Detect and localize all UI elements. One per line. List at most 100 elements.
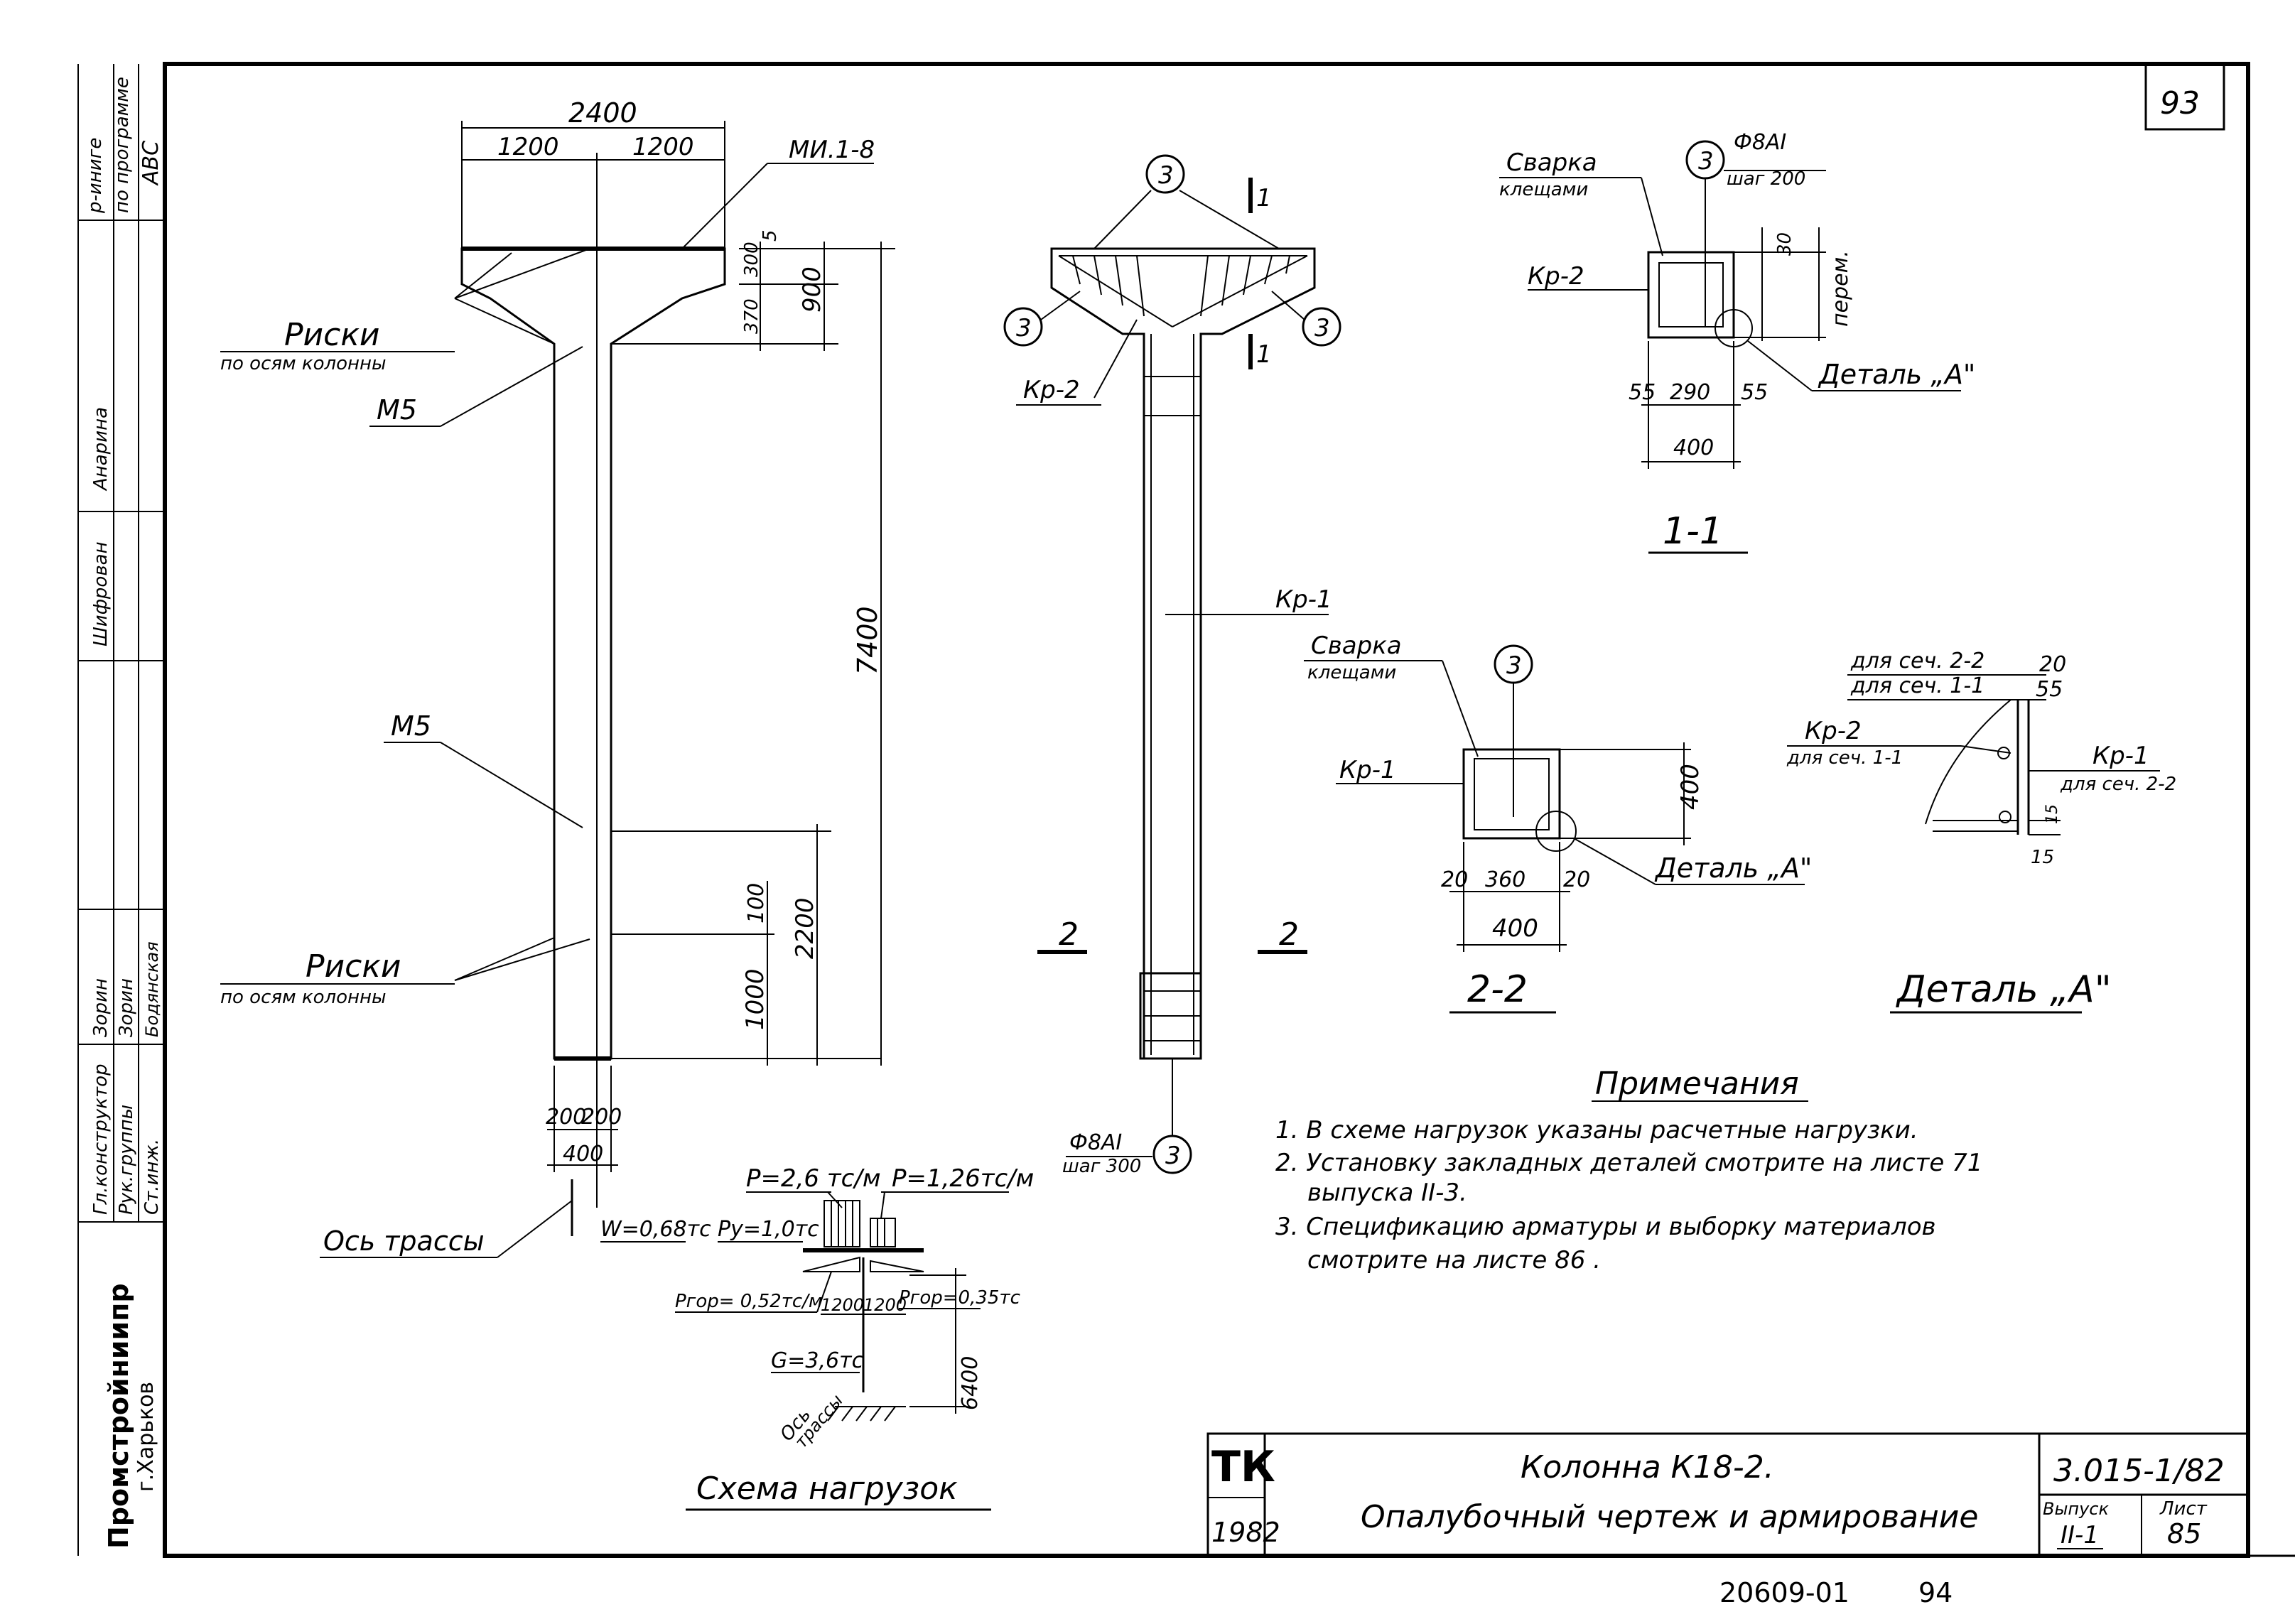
stamp-role-0: Гл.конструктор bbox=[90, 1063, 112, 1215]
dim-900: 900 bbox=[798, 266, 826, 313]
stamp-city: г.Харьков bbox=[134, 1382, 158, 1492]
column-outline bbox=[460, 247, 726, 1060]
embedded-mi18: МИ.1-8 bbox=[789, 136, 875, 164]
da-title: Деталь „А" bbox=[1896, 968, 2112, 1011]
da-dim-55: 55 bbox=[2036, 677, 2063, 702]
footer-inv: 20609-01 bbox=[1719, 1577, 1850, 1608]
formwork-view: 2400 1200 1200 МИ.1-8 300 370 5 900 7400… bbox=[220, 97, 895, 1258]
s11-var: перем. bbox=[1828, 250, 1853, 327]
stamp-name-0: Зорин bbox=[90, 978, 112, 1037]
s11-title: 1-1 bbox=[1663, 510, 1723, 553]
pos3-top: 3 bbox=[1158, 161, 1174, 190]
s11-bar: Ф8АI bbox=[1734, 130, 1786, 155]
s11-dim-30: 30 bbox=[1774, 232, 1796, 256]
s22-dim-20b: 20 bbox=[1563, 867, 1590, 892]
marks-bottom: Риски bbox=[306, 948, 401, 985]
s11-weld-sub: клещами bbox=[1499, 179, 1588, 200]
note-2b: выпуска II-3. bbox=[1307, 1179, 1467, 1207]
note-3: 3. Спецификацию арматуры и выборку матер… bbox=[1275, 1213, 1936, 1241]
sec2-left: 2 bbox=[1059, 916, 1079, 953]
s11-dim-55b: 55 bbox=[1741, 380, 1768, 405]
da-dim-15a: 15 bbox=[2043, 804, 2061, 824]
page-number: 93 bbox=[2160, 85, 2200, 121]
tb-logo: ТК bbox=[1211, 1442, 1275, 1492]
da-for-22: для сеч. 2-2 bbox=[1850, 649, 1984, 673]
da-for-11: для сеч. 1-1 bbox=[1850, 673, 1984, 698]
ls-title: Схема нагрузок bbox=[696, 1471, 958, 1507]
s11-detail: Деталь „А" bbox=[1818, 359, 1975, 390]
marks-top: Риски bbox=[284, 317, 380, 353]
bar-step-300: шаг 300 bbox=[1062, 1156, 1141, 1177]
s22-title: 2-2 bbox=[1467, 968, 1528, 1011]
s22-dim-360: 360 bbox=[1485, 867, 1526, 892]
detail-a: для сеч. 2-2 для сеч. 1-1 20 55 Кр-2 для… bbox=[1786, 649, 2176, 1014]
note-2: 2. Установку закладных деталей смотрите … bbox=[1275, 1149, 1982, 1177]
s22-pos3: 3 bbox=[1506, 651, 1522, 680]
stamp-name-2: Бодянская bbox=[142, 941, 162, 1037]
stamp-name-1: Зорин bbox=[116, 978, 137, 1037]
pos3-left: 3 bbox=[1016, 314, 1032, 342]
dim-2400: 2400 bbox=[568, 97, 637, 129]
stamp-top-label-0: р-иниге bbox=[85, 138, 106, 214]
kr2-label: Кр-2 bbox=[1023, 376, 1080, 404]
footer-page: 94 bbox=[1918, 1577, 1953, 1608]
ls-p-left: P=2,6 тс/м bbox=[746, 1164, 880, 1193]
s11-weld: Сварка bbox=[1506, 148, 1597, 177]
tb-title-1: Колонна К18-2. bbox=[1521, 1449, 1774, 1485]
notes-heading: Примечания bbox=[1595, 1066, 1799, 1102]
tb-year: 1982 bbox=[1211, 1517, 1280, 1548]
section-mark-top: 1 bbox=[1256, 184, 1272, 212]
da-kr1: Кр-1 bbox=[2092, 742, 2149, 770]
m5-top: М5 bbox=[377, 394, 417, 426]
tb-title-2: Опалубочный чертеж и армирование bbox=[1361, 1499, 1978, 1535]
bar-f8ai: Ф8АI bbox=[1069, 1130, 1122, 1155]
tb-code: 3.015-1/82 bbox=[2053, 1453, 2225, 1489]
note-1: 1. В схеме нагрузок указаны расчетные на… bbox=[1275, 1116, 1918, 1144]
s22-dim-400: 400 bbox=[1492, 914, 1538, 943]
s11-step: шаг 200 bbox=[1727, 168, 1805, 190]
tb-sheet: 85 bbox=[2167, 1518, 2201, 1549]
dim-200b: 200 bbox=[581, 1105, 622, 1130]
reinforcement-view: 3 3 3 1 1 Кр-2 Кр-1 2 2 3 Ф8АI шаг 300 bbox=[1003, 154, 1341, 1177]
marks-bottom-sub: по осям колонны bbox=[220, 987, 387, 1008]
ls-phor-left: Pгор= 0,52тс/м bbox=[675, 1291, 823, 1312]
s22-weld-sub: клещами bbox=[1307, 662, 1396, 683]
dim-400: 400 bbox=[563, 1142, 603, 1166]
s22-weld: Сварка bbox=[1311, 632, 1402, 660]
dim-2200: 2200 bbox=[791, 897, 819, 959]
da-dim-20: 20 bbox=[2039, 652, 2066, 677]
title-block: ТК 1982 Колонна К18-2. Опалубочный черте… bbox=[1206, 1432, 2250, 1557]
ls-g: G=3,6тс bbox=[771, 1348, 864, 1373]
marks-top-sub: по осям колонны bbox=[220, 353, 387, 374]
m5-bottom: М5 bbox=[391, 710, 431, 742]
stamp-top-label-1: по программе bbox=[112, 77, 133, 213]
da-kr2: Кр-2 bbox=[1805, 717, 1862, 745]
s22-dim-20a: 20 bbox=[1441, 867, 1468, 892]
load-scheme: P=2,6 тс/м P=1,26тс/м W=0,68тс Py=1,0тс … bbox=[600, 1164, 1034, 1511]
ls-h6400: 6400 bbox=[958, 1356, 983, 1410]
pos3-right: 3 bbox=[1314, 314, 1330, 342]
page-number-box: 93 bbox=[2144, 63, 2225, 131]
stamp-top-label-4: Анарина bbox=[90, 407, 112, 492]
tb-sheet-label: Лист bbox=[2159, 1498, 2208, 1520]
s11-dim-290: 290 bbox=[1670, 380, 1710, 405]
stamp-role-1: Рук.группы bbox=[116, 1105, 137, 1215]
ls-w: W=0,68тс bbox=[600, 1217, 711, 1242]
route-axis: Ось трассы bbox=[323, 1225, 485, 1257]
dim-100: 100 bbox=[744, 883, 769, 924]
stamp-top-label-2: АВС bbox=[139, 141, 163, 186]
s11-dim-400: 400 bbox=[1673, 435, 1714, 460]
section-2-2: 3 Сварка клещами Кр-1 400 Деталь „А" 20 … bbox=[1304, 632, 1812, 1014]
s11-kr2: Кр-2 bbox=[1528, 262, 1584, 291]
kr1-label: Кр-1 bbox=[1275, 585, 1332, 614]
tb-issue: II-1 bbox=[2061, 1521, 2099, 1549]
dim-200a: 200 bbox=[546, 1105, 586, 1130]
left-stamp: р-иниге по программе АВС Шифрован Анарин… bbox=[77, 64, 165, 1556]
dim-1200-left: 1200 bbox=[497, 133, 559, 161]
section-1-1: 3 Ф8АI шаг 200 Сварка клещами Кр-2 30 пе… bbox=[1499, 130, 1975, 554]
s22-detail: Деталь „А" bbox=[1654, 852, 1812, 884]
s22-kr1: Кр-1 bbox=[1339, 756, 1396, 784]
ls-p-right: P=1,26тс/м bbox=[892, 1164, 1034, 1193]
sec2-right: 2 bbox=[1279, 916, 1299, 953]
